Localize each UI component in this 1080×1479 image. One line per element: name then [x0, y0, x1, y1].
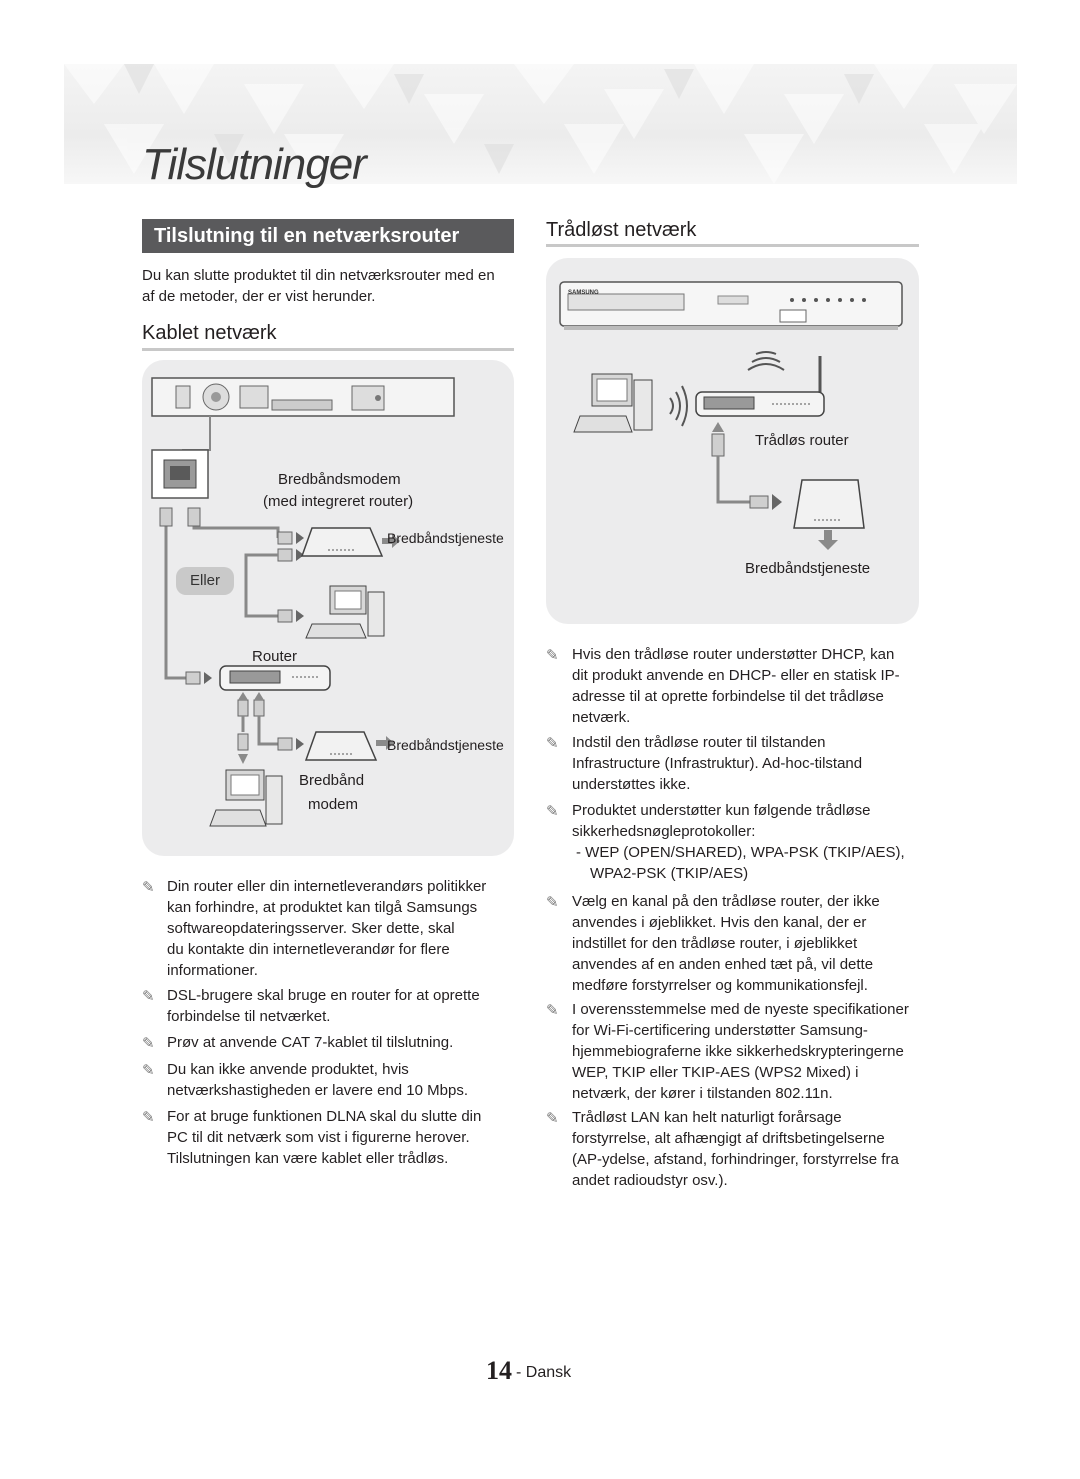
modem-label: (med integreret router)	[263, 493, 414, 510]
power-port	[175, 385, 191, 409]
wired-diagram	[151, 377, 455, 827]
pencil-note-icon: ✎	[546, 735, 559, 752]
page-number: 14	[486, 1356, 512, 1385]
intro-line: Du kan slutte produktet til din netværks…	[142, 267, 495, 284]
pencil-note-icon: ✎	[142, 1062, 155, 1079]
note-item: ✎ Din router eller din internetleverandø…	[142, 878, 487, 979]
pencil-note-icon: ✎	[546, 1002, 559, 1019]
pencil-note-icon: ✎	[546, 803, 559, 820]
service-label: Bredbåndstjeneste	[745, 560, 871, 577]
note-item: ✎ Produktet understøtter kun følgende tr…	[546, 800, 924, 884]
brand-label: SAMSUNG	[568, 290, 599, 296]
note-item: ✎ DSL-brugere skal bruge en router for a…	[142, 987, 480, 1025]
usb-icon	[779, 309, 807, 323]
wired-heading-rule	[142, 348, 514, 351]
modem-label: Bredbåndsmodem	[278, 471, 401, 488]
wired-heading: Kablet netværk	[142, 322, 277, 344]
pencil-note-icon: ✎	[546, 894, 559, 911]
modem-icon	[304, 731, 378, 761]
pencil-note-icon: ✎	[142, 988, 155, 1005]
pencil-note-icon: ✎	[142, 879, 155, 896]
modem2-label: modem	[308, 796, 359, 813]
pencil-note-icon: ✎	[142, 1035, 155, 1052]
router-label: Router	[252, 648, 298, 665]
modem2-label: Bredbånd	[299, 772, 365, 789]
wireless-router-label: Trådløs router	[755, 432, 849, 449]
page-language: - Dansk	[516, 1364, 572, 1381]
pencil-note-icon: ✎	[546, 647, 559, 664]
modem-icon	[300, 527, 384, 557]
note-item: ✎ Trådløst LAN kan helt naturligt forårs…	[546, 1109, 899, 1189]
pencil-note-icon: ✎	[142, 1109, 155, 1126]
wireless-heading: Trådløst netværk	[546, 219, 697, 241]
wireless-heading-rule	[546, 244, 919, 247]
wired-diagram-panel: Bredbåndsmodem (med integreret router) B…	[142, 360, 514, 856]
chapter-title: Tilslutninger	[142, 140, 367, 189]
or-badge: Eller	[176, 567, 234, 595]
intro-line: af de metoder, der er vist herunder.	[142, 288, 376, 305]
note-item: ✎ Hvis den trådløse router understøtter …	[546, 646, 900, 726]
note-item: ✎ Indstil den trådløse router til tilsta…	[546, 734, 863, 793]
wireless-diagram	[559, 281, 903, 550]
note-item: ✎ For at bruge funktionen DLNA skal du s…	[142, 1108, 482, 1167]
service-label: Bredbåndstjeneste	[387, 737, 504, 753]
banner-pattern	[64, 64, 1017, 184]
intro-text: Du kan slutte produktet til din netværks…	[142, 265, 522, 307]
section-title: Tilslutning til en netværksrouter	[142, 219, 514, 253]
note-item: ✎ Prøv at anvende CAT 7-kablet til tilsl…	[142, 1034, 454, 1052]
chapter-banner	[64, 64, 1017, 184]
wireless-diagram-panel: SAMSUNG Trådløs router Bredbåndstjeneste	[546, 258, 919, 624]
protocol-line: WPA2-PSK (TKIP/AES)	[590, 865, 749, 882]
pencil-note-icon: ✎	[546, 1110, 559, 1127]
modem-icon	[793, 479, 865, 529]
service-label: Bredbåndstjeneste	[387, 530, 504, 546]
note-item: ✎ I overensstemmelse med de nyeste speci…	[546, 1001, 909, 1102]
note-item: ✎ Vælg en kanal på den trådløse router, …	[546, 893, 880, 994]
protocol-line: - WEP (OPEN/SHARED), WPA-PSK (TKIP/AES),	[576, 844, 905, 861]
